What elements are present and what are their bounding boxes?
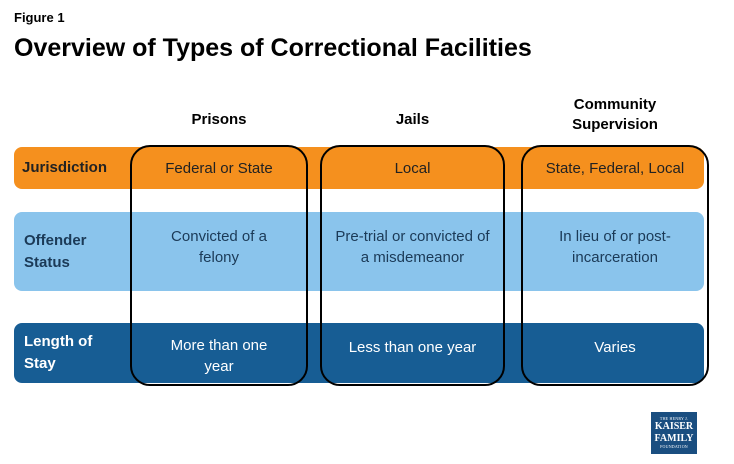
- row-band-offender-status: [14, 212, 704, 291]
- figure-label: Figure 1: [14, 10, 65, 25]
- row-band-length-of-stay: [14, 323, 704, 383]
- cell-prisons-jurisdiction: Federal or State: [165, 159, 273, 177]
- cell-prisons-length-of-stay: More than one year: [170, 337, 268, 375]
- row-band-jurisdiction: [14, 147, 704, 189]
- column-frame-prisons: [130, 145, 308, 386]
- column-header-prisons: Prisons: [191, 111, 247, 128]
- row-label-length-of-stay: Length of Stay: [24, 333, 93, 372]
- column-header-community-supervision: Community Supervision: [572, 96, 658, 133]
- kaiser-family-foundation-logo: THE HENRY J. KAISER FAMILY FOUNDATION: [651, 412, 697, 454]
- cell-jails-jurisdiction: Local: [394, 159, 431, 177]
- figure-title: Overview of Types of Correctional Facili…: [14, 34, 532, 62]
- cell-community-jurisdiction: State, Federal, Local: [545, 159, 685, 177]
- cell-jails-length-of-stay: Less than one year: [348, 338, 477, 356]
- cell-jails-offender-status: Pre-trial or convicted of a misdemeanor: [335, 228, 490, 266]
- cell-community-offender-status: In lieu of or post-incarceration: [559, 228, 671, 266]
- column-header-jails: Jails: [395, 111, 430, 128]
- cell-community-length-of-stay: Varies: [594, 338, 636, 356]
- column-frame-community-supervision: [521, 145, 709, 386]
- row-label-jurisdiction: Jurisdiction: [22, 159, 108, 176]
- cell-prisons-offender-status: Convicted of a felony: [171, 228, 267, 266]
- row-label-offender-status: Offender Status: [24, 231, 87, 271]
- column-frame-jails: [320, 145, 505, 386]
